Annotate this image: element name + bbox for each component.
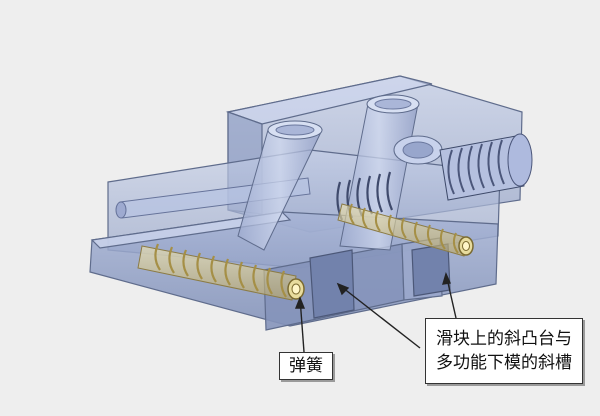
inclined-tube-left [237, 120, 323, 251]
slider-note-label: 滑块上的斜凸台与 多功能下模的斜槽 [425, 318, 583, 384]
spring-label-text: 弹簧 [289, 356, 323, 376]
threaded-bore-center [336, 171, 394, 221]
spring-right [337, 203, 474, 257]
leader-lines [294, 271, 457, 353]
side-port [393, 135, 443, 165]
threaded-bore-right [439, 133, 533, 201]
note-line-1: 滑块上的斜凸台与 [436, 329, 572, 349]
spring-left [137, 243, 305, 301]
spring-label: 弹簧 [279, 352, 333, 380]
note-line-2: 多功能下模的斜槽 [436, 353, 572, 373]
